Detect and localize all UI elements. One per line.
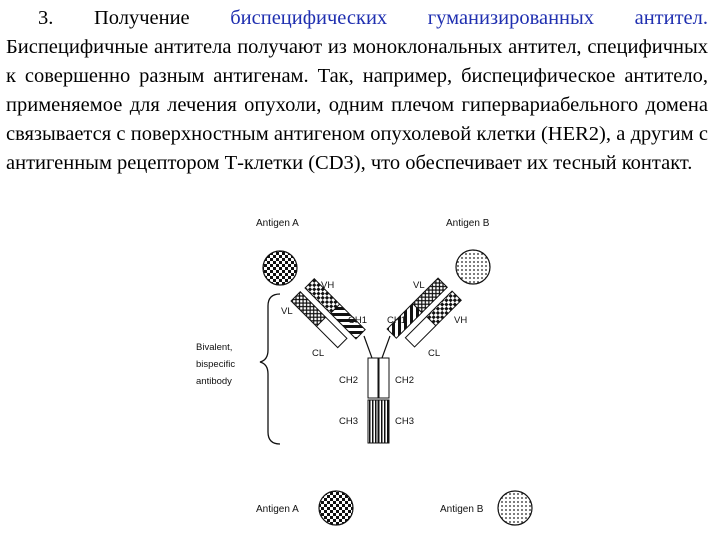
label-ch2-left: CH2 [339,375,358,386]
label-cl-left: CL [312,348,324,359]
right-ch3-domain [378,399,390,444]
label-ch3-right: CH3 [395,416,414,427]
right-heavy-arm [386,277,448,339]
label-ch3-left: CH3 [339,416,358,427]
label-vh-left: VH [321,280,334,291]
antigen-a-bottom [318,490,354,526]
paragraph-body: Биспецифичные антитела получают из монок… [6,36,708,174]
antigen-b-bottom [497,490,533,526]
left-cl-domain [315,316,348,349]
label-vh-right: VH [454,315,467,326]
bracket [259,293,281,445]
left-ch1-domain [329,303,366,340]
bottom-antigen-a-label: Antigen A [256,504,299,515]
paragraph: 3. Получение биспецифических гуманизиров… [6,4,708,178]
label-cl-right: CL [428,348,440,359]
bracket-line-1: Bivalent, [196,342,232,353]
left-ch2-domain [367,357,379,399]
left-ch3-domain [367,399,379,444]
paragraph-text: 3. Получение биспецифических гуманизиров… [6,4,708,178]
top-antigen-a-label: Antigen A [256,218,299,229]
heading-accent: биспецифических гуманизированных антител… [230,7,709,29]
heading-start: Получение [93,7,190,29]
antigen-a-top [262,250,298,286]
right-ch1-domain [386,302,423,339]
bracket-line-2: bispecific [196,359,235,370]
label-ch2-right: CH2 [395,375,414,386]
bracket-line-3: antibody [196,376,232,387]
right-hinge [381,335,391,359]
label-vl-left: VL [281,306,293,317]
right-ch2-domain [378,357,390,399]
antigen-b-top [455,249,491,285]
left-heavy-arm [304,278,366,340]
label-ch1-left: CH1 [348,315,367,326]
right-cl-domain [404,315,437,348]
paragraph-number: 3. [38,7,54,29]
top-antigen-b-label: Antigen B [446,218,490,229]
bottom-antigen-b-label: Antigen B [440,504,484,515]
right-light-arm [404,290,462,348]
label-vl-right: VL [413,280,425,291]
label-ch1-right: CH1 [387,315,406,326]
left-hinge [363,335,373,359]
left-light-arm [290,291,348,349]
